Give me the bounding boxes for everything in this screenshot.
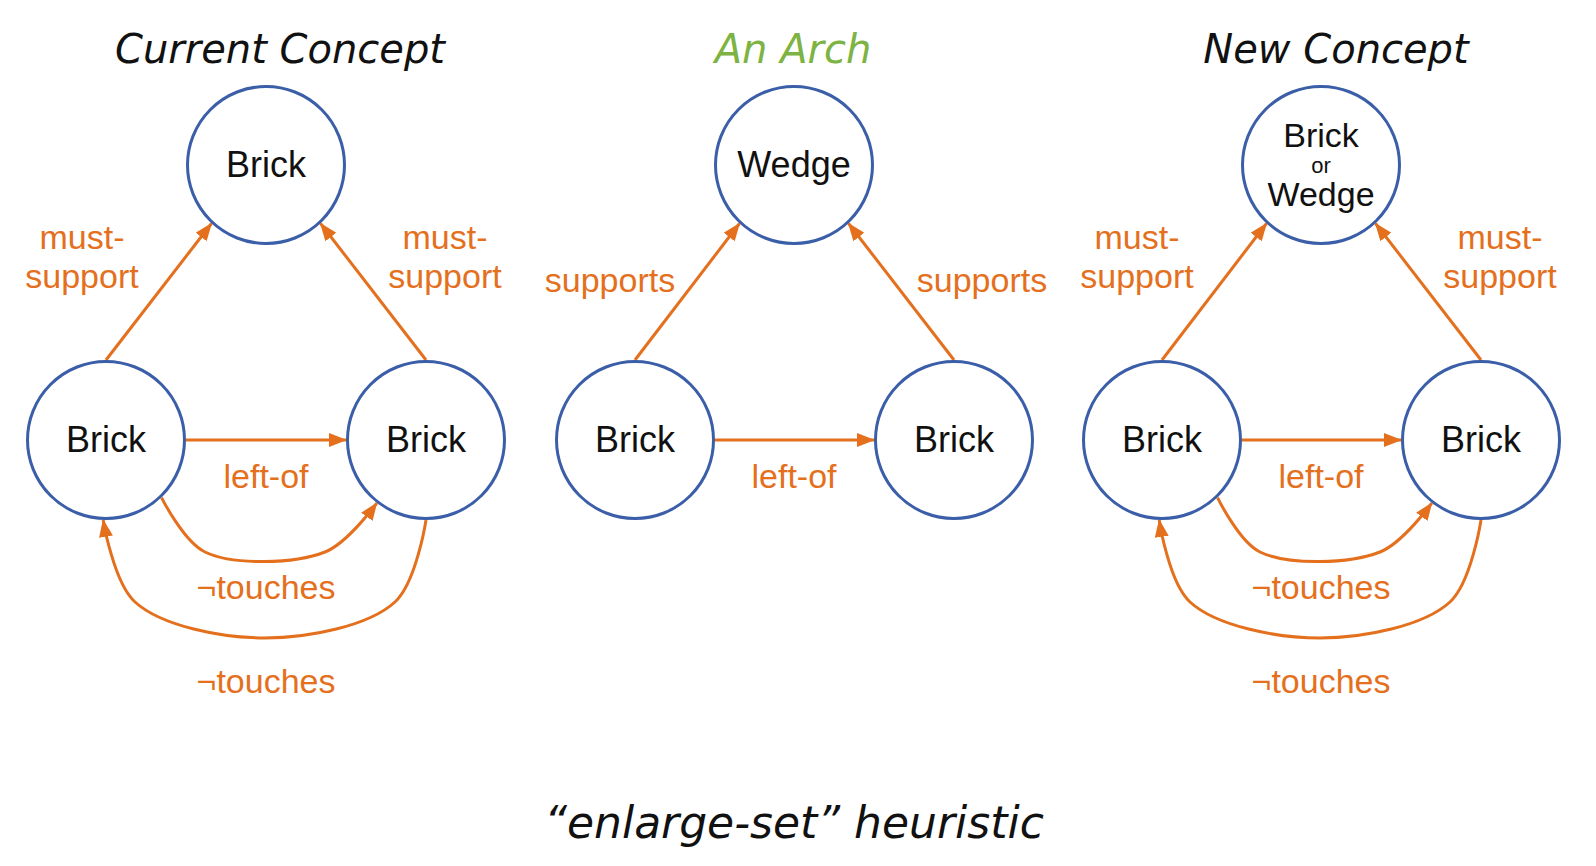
node-content: Brick [66,421,146,459]
node-label: Brick [66,421,146,459]
relation-label: left-of [223,457,308,496]
relation-arrow [1218,498,1432,562]
node-content: Brick [226,146,306,184]
concept-circle: Brick [346,360,506,520]
concept-circle: Brick [555,360,715,520]
circle-shape [876,362,1033,519]
node-label: Brick [226,146,306,184]
node-content: Brick [914,421,994,459]
node-label: Brick [1441,421,1521,459]
relation-arrow [1159,520,1481,638]
caption: “enlarge-set” heuristic [544,797,1044,848]
circle-shape [1403,362,1560,519]
relation-label: ¬touches [197,568,336,607]
concept-circle: Brick [1082,360,1242,520]
node-label: or [1311,153,1331,176]
node-label: Brick [1283,118,1359,154]
circle-shape [348,362,505,519]
node-label: Brick [914,421,994,459]
relation-arrow [186,439,346,442]
panel-heading: New Concept [1203,26,1468,72]
node-label: Brick [386,421,466,459]
node-content: Wedge [737,146,850,184]
concept-circle: Brick [26,360,186,520]
node-content: Brick [595,421,675,459]
node-content: BrickorWedge [1267,118,1374,212]
node-label: Brick [595,421,675,459]
concept-circle: Brick [1401,360,1561,520]
circle-shape [28,362,185,519]
node-label: Wedge [1267,177,1374,213]
relation-arrow [1242,439,1401,442]
panel-heading: An Arch [715,26,872,72]
circle-shape [188,87,345,244]
relation-label: must- support [17,218,147,296]
circle-shape [716,87,873,244]
node-content: Brick [386,421,466,459]
relation-arrow [162,498,377,562]
node-label: Brick [1122,421,1202,459]
relation-label: left-of [751,457,836,496]
relation-arrow [715,439,874,442]
concept-circle: Wedge [714,85,874,245]
relation-label: must- support [1072,218,1202,296]
panel-heading: Current Concept [115,26,445,72]
concept-circle: BrickorWedge [1241,85,1401,245]
relation-label: supports [545,261,675,300]
node-content: Brick [1122,421,1202,459]
relation-label: ¬touches [1252,568,1391,607]
concept-circle: Brick [874,360,1034,520]
relation-label: ¬touches [197,662,336,701]
relation-arrow [103,520,426,638]
relation-label: must- support [380,218,510,296]
concept-circle: Brick [186,85,346,245]
relation-label: left-of [1278,457,1363,496]
circle-shape [557,362,714,519]
relation-label: ¬touches [1252,662,1391,701]
circle-shape [1084,362,1241,519]
node-content: Brick [1441,421,1521,459]
relation-label: supports [917,261,1047,300]
node-label: Wedge [737,146,850,184]
relation-label: must- support [1435,218,1565,296]
circle-shape [1243,87,1400,244]
